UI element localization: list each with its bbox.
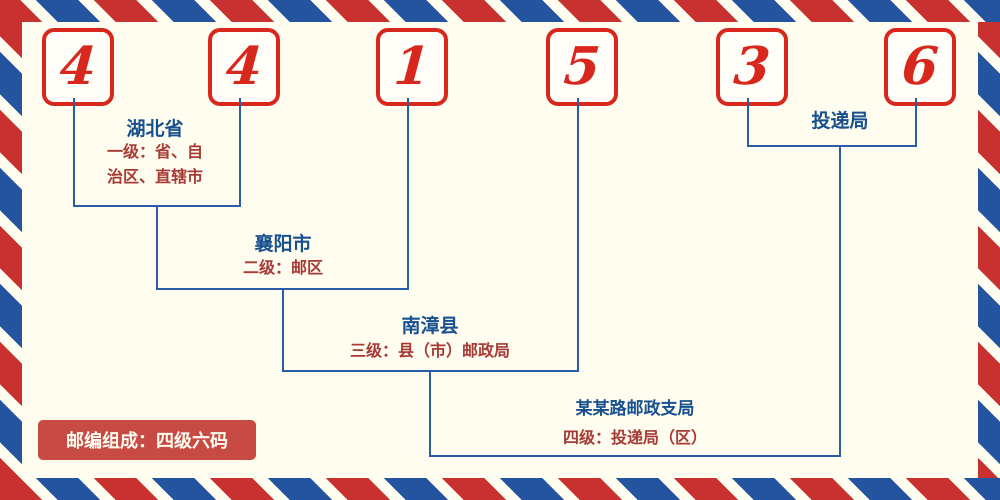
connector-level3-to-level4	[429, 370, 431, 455]
digit-box-2: 4	[208, 28, 280, 106]
digit-box-4: 5	[546, 28, 618, 106]
connector-digit3-down	[407, 98, 409, 288]
airmail-border-top	[0, 0, 1000, 22]
connector-digit6-down	[915, 98, 917, 145]
connector-level4-bracket	[429, 455, 841, 457]
level2-place-label: 襄阳市	[254, 234, 312, 255]
airmail-border-left	[0, 0, 22, 500]
connector-delivery-bracket	[747, 145, 917, 147]
airmail-border-right	[978, 0, 1000, 500]
connector-digit2-down	[239, 98, 241, 205]
airmail-border-bottom	[0, 478, 1000, 500]
delivery-office-label: 投递局	[811, 111, 869, 132]
connector-digit4-down	[577, 98, 579, 370]
connector-delivery-to-level4	[839, 145, 841, 455]
digit-2: 4	[223, 36, 265, 97]
level1-desc-label: 一级：省、自 治区、直辖市	[106, 144, 203, 186]
digit-3: 1	[391, 36, 433, 97]
digit-1: 4	[57, 36, 99, 97]
connector-level1-to-level2	[156, 205, 158, 288]
level4-desc-label: 四级：投递局（区）	[562, 430, 707, 447]
connector-digit1-down	[73, 98, 75, 205]
level4-place-label: 某某路邮政支局	[575, 399, 695, 418]
digit-box-1: 4	[42, 28, 114, 106]
composition-badge: 邮编组成：四级六码	[38, 420, 256, 460]
level1-place-label: 湖北省	[126, 119, 184, 140]
digit-5: 3	[731, 36, 773, 97]
level3-desc-label: 三级：县（市）邮政局	[349, 343, 510, 360]
digit-box-6: 6	[884, 28, 956, 106]
digit-box-5: 3	[716, 28, 788, 106]
digit-6: 6	[899, 36, 941, 97]
digit-box-3: 1	[376, 28, 448, 106]
digit-4: 5	[561, 36, 603, 97]
level2-desc-label: 二级：邮区	[242, 260, 323, 277]
connector-digit5-down	[747, 98, 749, 145]
connector-level2-to-level3	[282, 288, 284, 370]
level3-place-label: 南漳县	[401, 316, 459, 337]
